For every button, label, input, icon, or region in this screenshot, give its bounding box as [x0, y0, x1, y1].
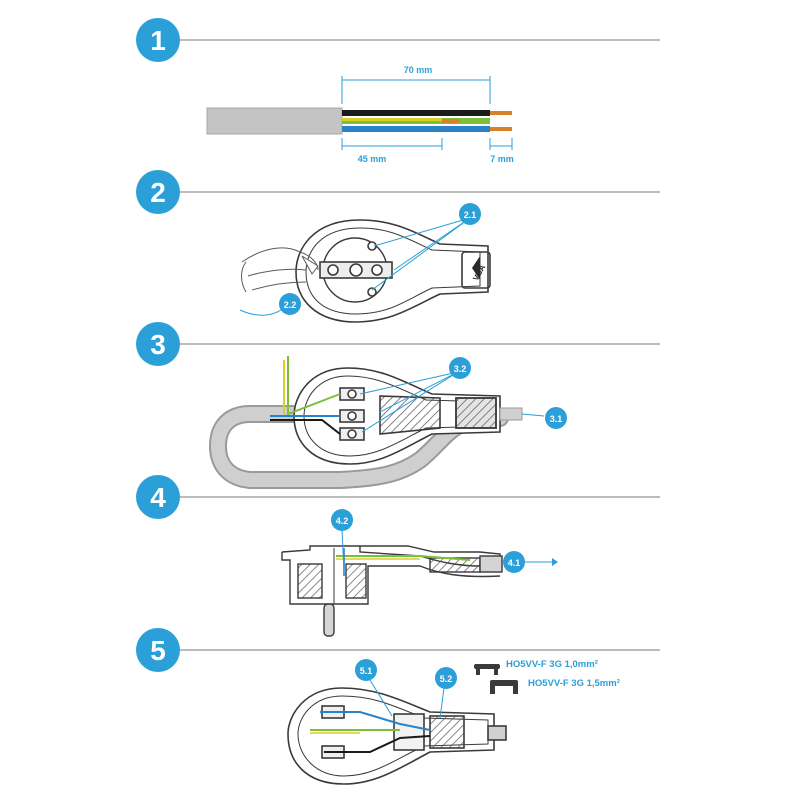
step-3-number: 3 [150, 329, 166, 360]
plug-inner-outline [305, 227, 481, 315]
step-3-section: 3 3. [136, 322, 660, 489]
plug5-grip [429, 715, 465, 749]
plug-body-inner [303, 375, 495, 457]
plug-cross-section [281, 545, 503, 637]
plug-open-view [293, 367, 501, 465]
center-screw [349, 263, 363, 277]
callout-5-1: 5.1 [355, 659, 377, 681]
step-1-badge: 1 [136, 18, 180, 62]
callout-3-1: 3.1 [545, 407, 567, 429]
stripped-cable-illustration [206, 107, 512, 135]
dim-7mm-label: 7 mm [490, 154, 514, 164]
logo-mark: VBA [471, 256, 488, 282]
callout-2-2: 2.2 [279, 293, 301, 315]
callout-4-1-arrow [525, 558, 558, 566]
callout-2-2-label: 2.2 [284, 300, 297, 310]
screw-lower [367, 287, 377, 297]
callout-4-2-leader [341, 529, 345, 573]
section-cable-end [479, 555, 503, 573]
callout-3-2-label: 3.2 [454, 364, 467, 374]
spec-small-label: HO5VV-F 3G 1,0mm² [506, 659, 598, 670]
step-5-wires [310, 711, 431, 753]
section-hatch-left [297, 563, 323, 599]
callout-5-1-label: 5.1 [360, 666, 373, 676]
clamp-large-icon [490, 680, 518, 694]
callout-4-2: 4.2 [331, 509, 353, 531]
callout-3-2: 3.2 [449, 357, 471, 379]
plug-pin [323, 603, 335, 637]
wire-blue [342, 126, 490, 132]
terminal-screw-middle [347, 411, 357, 421]
callout-5-1-leader [369, 679, 393, 717]
step-5-number: 5 [150, 635, 166, 666]
wire-yellow-stripe [342, 118, 442, 121]
callout-2-1-leaders [371, 217, 471, 291]
wire-black [342, 110, 490, 116]
clamp-small-icon [474, 664, 500, 675]
terminal-screw-bottom [347, 429, 357, 439]
callout-5-2-leader [439, 687, 445, 719]
cable-grip-hatch-fill [455, 397, 497, 429]
step-1-number: 1 [150, 25, 166, 56]
terminal-screw-top [347, 389, 357, 399]
step-1-section: 1 70 mm 45 mm 7 mm [136, 18, 660, 164]
hand-illustration [241, 247, 319, 293]
step-3-badge: 3 [136, 322, 180, 366]
callout-2-1-label: 2.1 [464, 210, 477, 220]
plug-assembled-view [287, 687, 507, 785]
plug5-strain-clamp [393, 713, 425, 751]
plug5-cable-end [487, 725, 507, 741]
callout-4-1: 4.1 [503, 551, 525, 573]
callout-4-1-label: 4.1 [508, 558, 521, 568]
cable-sheath [206, 107, 343, 135]
screw-upper [367, 241, 377, 251]
cable-spec-labels: HO5VV-F 3G 1,0mm² HO5VV-F 3G 1,5mm² [506, 659, 620, 689]
step-5-badge: 5 [136, 628, 180, 672]
dim-45mm-label: 45 mm [358, 154, 387, 164]
socket-pin-hole-left [327, 264, 339, 276]
step-4-badge: 4 [136, 475, 180, 519]
hand-fingers [241, 247, 319, 293]
dimension-45mm: 45 mm [341, 138, 443, 164]
section-hatch-right [345, 563, 367, 599]
step-2-badge: 2 [136, 170, 180, 214]
copper-end-green [442, 119, 460, 123]
copper-end-black [490, 111, 512, 115]
callout-2-1: 2.1 [459, 203, 481, 225]
step-5-section: 5 5.1 5.2 [136, 628, 660, 785]
spec-large-label: HO5VV-F 3G 1,5mm² [528, 678, 620, 689]
dimension-7mm: 7 mm [489, 138, 514, 164]
cable-loop-inner [210, 407, 507, 487]
plug-outline [295, 219, 489, 323]
callout-2-2-leader [239, 305, 287, 316]
step-3-wires [270, 356, 523, 435]
plug5-inner [297, 695, 489, 777]
section-hatch-grip [429, 557, 481, 573]
step-4-section: 4 4.2 4.1 [136, 475, 660, 637]
plug-front-view [295, 219, 491, 323]
socket-pin-hole-right [371, 264, 383, 276]
step-2-section: 2 VBA 2.1 [136, 170, 660, 323]
step-4-number: 4 [150, 482, 166, 513]
step-2-number: 2 [150, 177, 166, 208]
cable-grommet [461, 251, 491, 289]
callout-4-2-label: 4.2 [336, 516, 349, 526]
callout-3-1-label: 3.1 [550, 414, 563, 424]
copper-end-blue [490, 127, 512, 131]
dim-70mm-label: 70 mm [404, 65, 433, 75]
callout-3-1-leader [521, 413, 545, 417]
dimension-70mm: 70 mm [341, 65, 491, 104]
callout-5-2: 5.2 [435, 667, 457, 689]
callout-3-2-leaders [359, 371, 459, 433]
hand-tool [301, 255, 319, 275]
callout-5-2-label: 5.2 [440, 674, 453, 684]
